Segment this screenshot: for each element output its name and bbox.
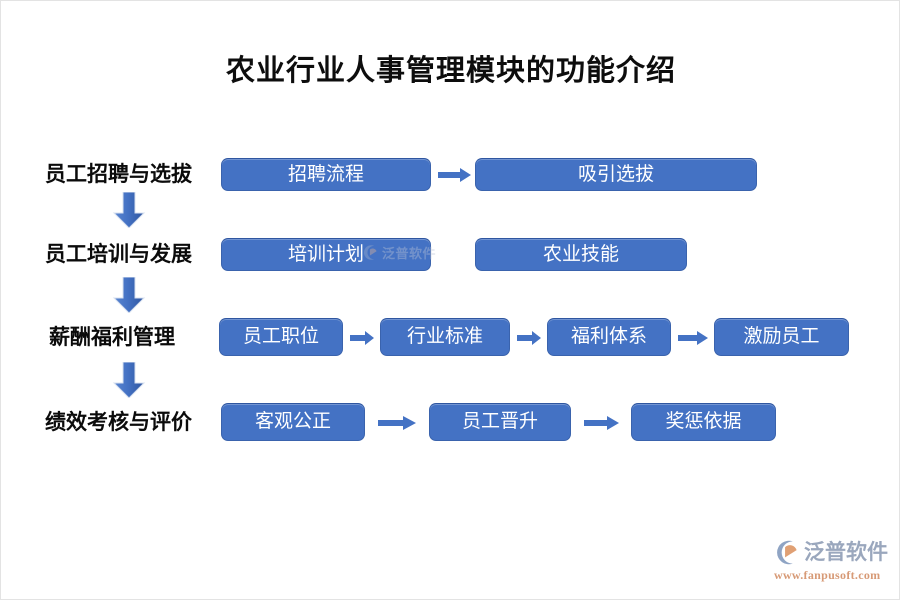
flow-node-招聘流程[interactable]: 招聘流程: [221, 158, 431, 191]
flow-node-员工晋升[interactable]: 员工晋升: [429, 403, 571, 441]
flow-row-3: 薪酬福利管理 员工职位 行业标准 福利体系 激励员工: [1, 314, 900, 360]
flow-node-激励员工[interactable]: 激励员工: [714, 318, 849, 356]
flow-node-培训计划[interactable]: 培训计划: [221, 238, 431, 271]
arrow-down-icon-3: [111, 362, 147, 398]
flow-row-label-3: 薪酬福利管理: [49, 325, 175, 349]
brand-name: 泛普软件: [804, 540, 888, 564]
arrow-right-icon: [378, 416, 416, 430]
arrow-down-icon-2: [111, 277, 147, 313]
flow-node-客观公正[interactable]: 客观公正: [221, 403, 365, 441]
flow-row-1: 员工招聘与选拔 招聘流程 吸引选拔: [1, 151, 900, 197]
flow-row-label-4: 绩效考核与评价: [45, 410, 192, 434]
brand-logo-row: 泛普软件: [773, 537, 889, 567]
flow-node-奖惩依据[interactable]: 奖惩依据: [631, 403, 776, 441]
flow-row-4: 绩效考核与评价 客观公正 员工晋升 奖惩依据: [1, 399, 900, 445]
flow-node-吸引选拔[interactable]: 吸引选拔: [475, 158, 757, 191]
arrow-down-icon-1: [111, 192, 147, 228]
fanpusoft-logo-icon: [773, 539, 800, 566]
arrow-right-icon: [678, 331, 708, 345]
flow-node-员工职位[interactable]: 员工职位: [219, 318, 343, 356]
flow-row-label-2: 员工培训与发展: [45, 242, 192, 266]
brand-logo: 泛普软件 www.fanpusoft.com: [773, 537, 889, 583]
flow-row-2: 员工培训与发展 培训计划 农业技能: [1, 231, 900, 277]
flow-node-福利体系[interactable]: 福利体系: [547, 318, 671, 356]
arrow-right-icon: [584, 416, 619, 430]
flow-node-农业技能[interactable]: 农业技能: [475, 238, 687, 271]
flow-row-label-1: 员工招聘与选拔: [45, 162, 192, 186]
flow-node-行业标准[interactable]: 行业标准: [380, 318, 510, 356]
arrow-right-icon: [350, 331, 374, 345]
arrow-right-icon: [438, 168, 471, 182]
brand-url: www.fanpusoft.com: [774, 568, 881, 582]
page-title: 农业行业人事管理模块的功能介绍: [225, 55, 676, 87]
arrow-right-icon: [517, 331, 541, 345]
